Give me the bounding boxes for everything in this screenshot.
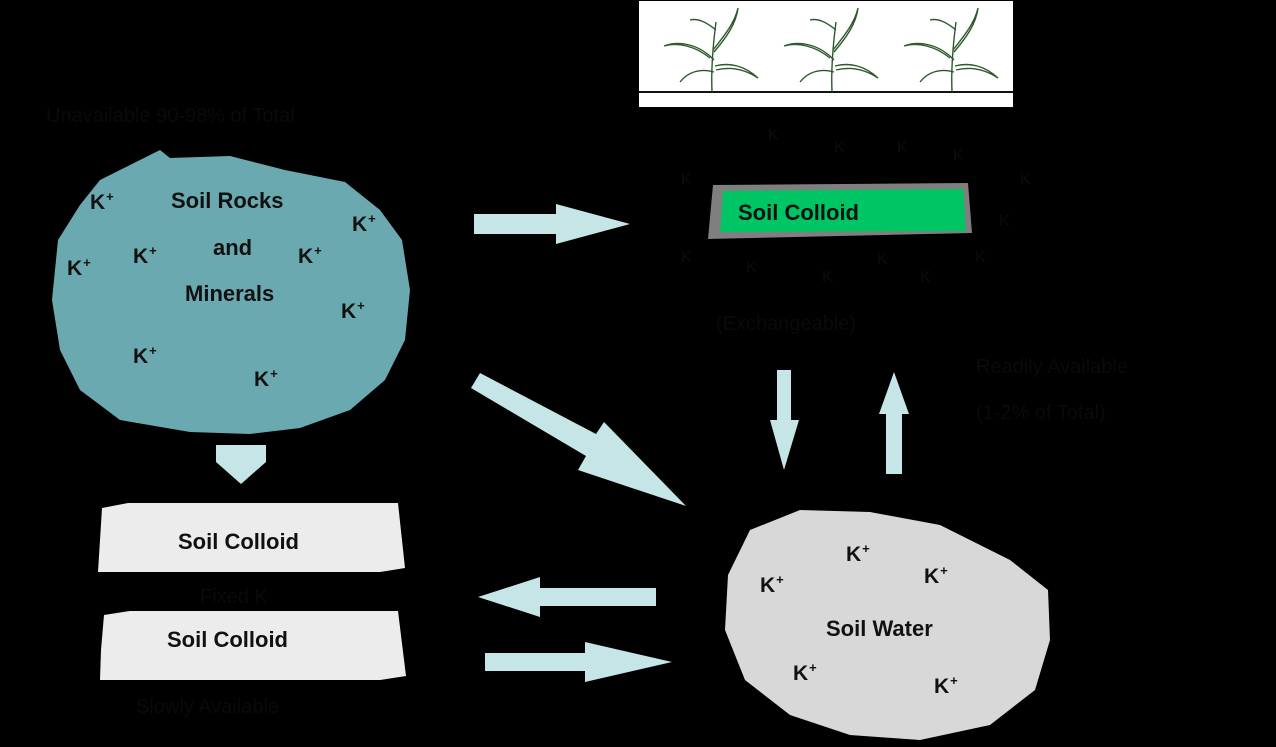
plants-image (639, 1, 1013, 107)
faint-k-marker: K (768, 127, 779, 144)
faint-k-marker: K (953, 147, 964, 164)
fixed-colloid-upper-label: Soil Colloid (178, 529, 299, 554)
k-ion: K+ (924, 563, 948, 588)
rock-label-line3: Minerals (185, 281, 275, 306)
arrow-fixed-to-water (485, 642, 672, 682)
slowly-available-label: Slowly Available (136, 696, 280, 718)
k-ion: K+ (934, 673, 958, 698)
soil-rocks-blob (52, 150, 410, 434)
plant-3 (903, 7, 999, 93)
k-ion: K+ (793, 660, 817, 685)
fixed-k-label: Fixed K (200, 586, 268, 608)
k-ion: K+ (298, 243, 322, 268)
faint-k-marker: K (681, 171, 692, 188)
plant-2 (783, 7, 879, 93)
k-ion: K+ (352, 211, 376, 236)
faint-k-marker: K (834, 139, 845, 156)
arrow-exchangeable-to-water (770, 370, 799, 470)
readily-available-line1: Readily Available (976, 356, 1128, 378)
k-ion: K+ (133, 343, 157, 368)
rock-label-line2: and (213, 235, 253, 260)
faint-k-marker: K (681, 249, 692, 266)
k-ion: K+ (341, 298, 365, 323)
k-ion: K+ (90, 189, 114, 214)
readily-available-line2: (1-2% of Total) (976, 402, 1106, 424)
exchangeable-colloid-label: Soil Colloid (738, 200, 859, 225)
k-ion: K+ (846, 541, 870, 566)
faint-k-marker: K (1020, 171, 1031, 188)
faint-k-marker: K (822, 269, 833, 286)
faint-k-marker: K (897, 139, 908, 156)
faint-k-marker: K (746, 259, 757, 276)
arrow-water-to-exchangeable (879, 372, 909, 474)
fixed-colloid-lower (100, 611, 406, 680)
exchangeable-caption: (Exchangeable) (716, 313, 857, 335)
unavailable-note: Unavailable 90-98% of Total (46, 105, 295, 127)
plant-1 (663, 7, 759, 93)
arrow-water-to-fixed (478, 577, 656, 617)
arrow-rocks-to-water (471, 373, 686, 506)
fixed-colloid-lower-label: Soil Colloid (167, 627, 288, 652)
faint-k-marker: K (920, 269, 931, 286)
arrow-rocks-to-exchangeable (474, 204, 630, 244)
soil-water-blob (725, 510, 1050, 740)
faint-k-marker: K (877, 251, 888, 268)
faint-k-marker: K (975, 249, 986, 266)
arrow-rocks-to-fixed (216, 445, 266, 484)
faint-k-marker: K (999, 213, 1010, 230)
k-ion: K+ (760, 572, 784, 597)
soil-water-label: Soil Water (826, 616, 933, 641)
fixed-colloid-upper (98, 503, 405, 572)
k-ion: K+ (133, 243, 157, 268)
k-ion: K+ (67, 255, 91, 280)
exchangeable-colloid (708, 183, 972, 239)
k-ion: K+ (254, 366, 278, 391)
rock-label-line1: Soil Rocks (171, 188, 284, 213)
